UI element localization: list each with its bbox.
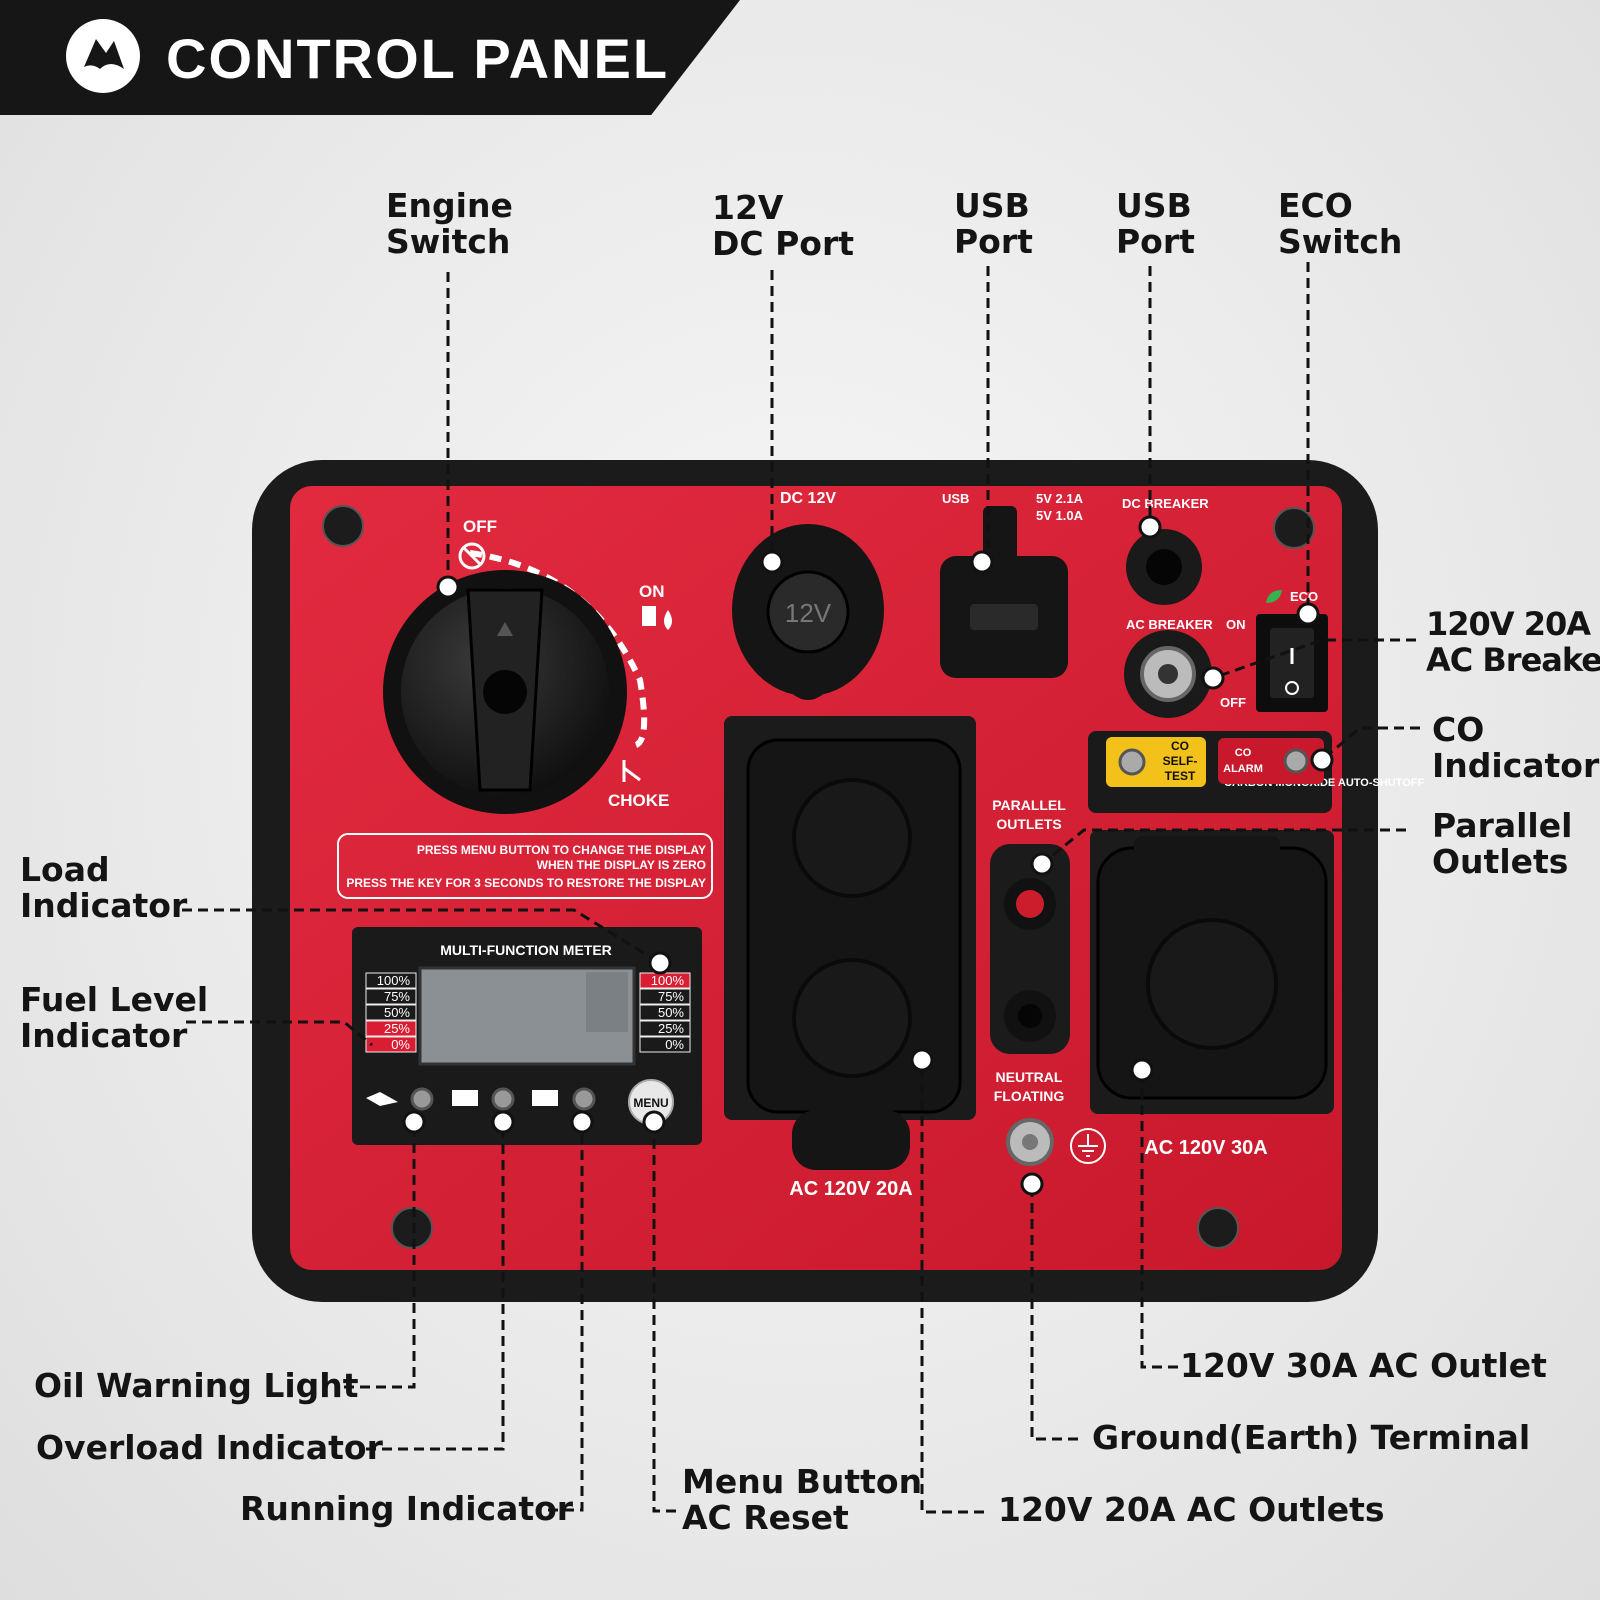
co-self-test-button [1118, 748, 1146, 776]
load-scale-label: 50% [658, 1005, 684, 1020]
fuel-scale-label: 50% [384, 1005, 410, 1020]
load-scale-cell [639, 1004, 691, 1021]
load-scale-cell [639, 1020, 691, 1037]
dc-breaker-button [1126, 529, 1202, 605]
page-title: CONTROL PANEL [166, 27, 670, 90]
co-self-test-line-1: CO [1171, 739, 1189, 753]
engine-switch-off-label: OFF [463, 517, 497, 536]
co-alarm-line-2: ALARM [1223, 763, 1263, 775]
meter-lcd-segment [586, 972, 628, 1032]
load-scale-label: 25% [658, 1021, 684, 1036]
co-self-test-line-2: SELF- [1163, 754, 1198, 768]
co-self-test-line-3: TEST [1165, 769, 1196, 783]
panel-screws [322, 505, 1315, 1249]
fuel-scale-cell [365, 1004, 417, 1021]
fuel-scale-label: 100% [377, 973, 411, 988]
usb-rating-2: 5V 1.0A [1036, 508, 1084, 523]
co-alarm-light [1283, 748, 1309, 774]
fuel-scale-label: 25% [384, 1021, 410, 1036]
callout-leader-lines [182, 262, 1420, 1514]
fuel-scale-cell [365, 1020, 417, 1037]
overload-icon [452, 1090, 478, 1106]
load-scale-cell [639, 1036, 691, 1053]
parallel-outlet-jacks [990, 844, 1070, 1054]
callout-overload-indicator: Overload Indicator [36, 1428, 383, 1467]
usb-label: USB [942, 491, 969, 506]
overload-light [491, 1087, 515, 1111]
brand-logo-icon [66, 19, 140, 93]
callout-ground-terminal: Ground(Earth) Terminal [1092, 1418, 1531, 1457]
oil-warning-light [410, 1087, 434, 1111]
menu-button-label: MENU [633, 1096, 668, 1110]
load-scale-label: 75% [658, 989, 684, 1004]
ground-symbol-icon [1070, 1128, 1106, 1164]
callout-running-indicator: Running Indicator [240, 1489, 574, 1528]
engine-switch-on-label: ON [639, 582, 665, 601]
ac-breaker-on-label: ON [1226, 617, 1246, 632]
fuel-scale-cell [365, 1036, 417, 1053]
ac-30a-outlet [1090, 830, 1334, 1114]
eco-leaf-icon [1266, 590, 1282, 603]
callout-ac-outlets-20a: 120V 20A AC Outlets [998, 1490, 1385, 1529]
multi-function-meter: MULTI-FUNCTION METER 100%75%50%25%0% 100… [352, 927, 702, 1145]
co-alarm-line-1: CO [1235, 747, 1252, 759]
meter-title: MULTI-FUNCTION METER [440, 942, 612, 958]
instruction-line-2: WHEN THE DISPLAY IS ZERO [537, 858, 706, 872]
dc-port-label: DC 12V [780, 490, 836, 507]
fuel-scale-label: 0% [391, 1037, 410, 1052]
ac-breaker-off-label: OFF [1220, 695, 1246, 710]
fuel-scale-cell [365, 988, 417, 1005]
load-scale-label: 0% [665, 1037, 684, 1052]
instruction-line-1: PRESS MENU BUTTON TO CHANGE THE DISPLAY [417, 843, 706, 857]
dc-port-cap-label: 12V [785, 598, 832, 628]
ac-20a-outlets [724, 716, 976, 1170]
fuel-level-scale: 100%75%50%25%0% [365, 972, 417, 1053]
ac-breaker-label: AC BREAKER [1126, 617, 1213, 632]
co-module: CARBON MONOXIDE AUTO-SHUTOFF [1088, 731, 1425, 813]
running-light [572, 1087, 596, 1111]
usb-port-cover [940, 506, 1068, 678]
callout-pointer-dots [402, 515, 1334, 1196]
dc-breaker-label: DC BREAKER [1122, 496, 1209, 511]
oil-warning-icon [366, 1092, 398, 1106]
outlet-20a-label: AC 120V 20A [789, 1178, 912, 1200]
fuel-on-icon [642, 606, 672, 630]
engine-switch-choke-label: CHOKE [608, 791, 669, 810]
neutral-label-line-2: FLOATING [994, 1088, 1065, 1104]
outlet-30a-label: AC 120V 30A [1144, 1137, 1267, 1159]
load-scale-cell [639, 988, 691, 1005]
fuel-off-icon [458, 542, 486, 570]
eco-switch [1256, 614, 1328, 712]
usb-rating-1: 5V 2.1A [1036, 491, 1084, 506]
neutral-label-line-1: NEUTRAL [996, 1069, 1063, 1085]
running-icon [532, 1090, 558, 1106]
engine-switch-knob [383, 550, 648, 814]
parallel-label-line-1: PARALLEL [992, 797, 1066, 813]
parallel-label-line-2: OUTLETS [996, 816, 1061, 832]
fuel-scale-label: 75% [384, 989, 410, 1004]
callout-ac-outlet-30a: 120V 30A AC Outlet [1180, 1346, 1547, 1385]
ground-terminal [1006, 1118, 1054, 1166]
eco-label: ECO [1290, 589, 1318, 604]
instruction-line-3: PRESS THE KEY FOR 3 SECONDS TO RESTORE T… [346, 876, 706, 890]
ac-breaker-button [1124, 630, 1212, 718]
choke-icon [622, 760, 641, 782]
load-level-scale: 100%75%50%25%0% [639, 972, 691, 1053]
load-scale-label: 100% [651, 973, 685, 988]
instruction-box [337, 833, 713, 899]
callout-oil-warning-light: Oil Warning Light [34, 1366, 359, 1405]
fuel-scale-cell [365, 972, 417, 989]
